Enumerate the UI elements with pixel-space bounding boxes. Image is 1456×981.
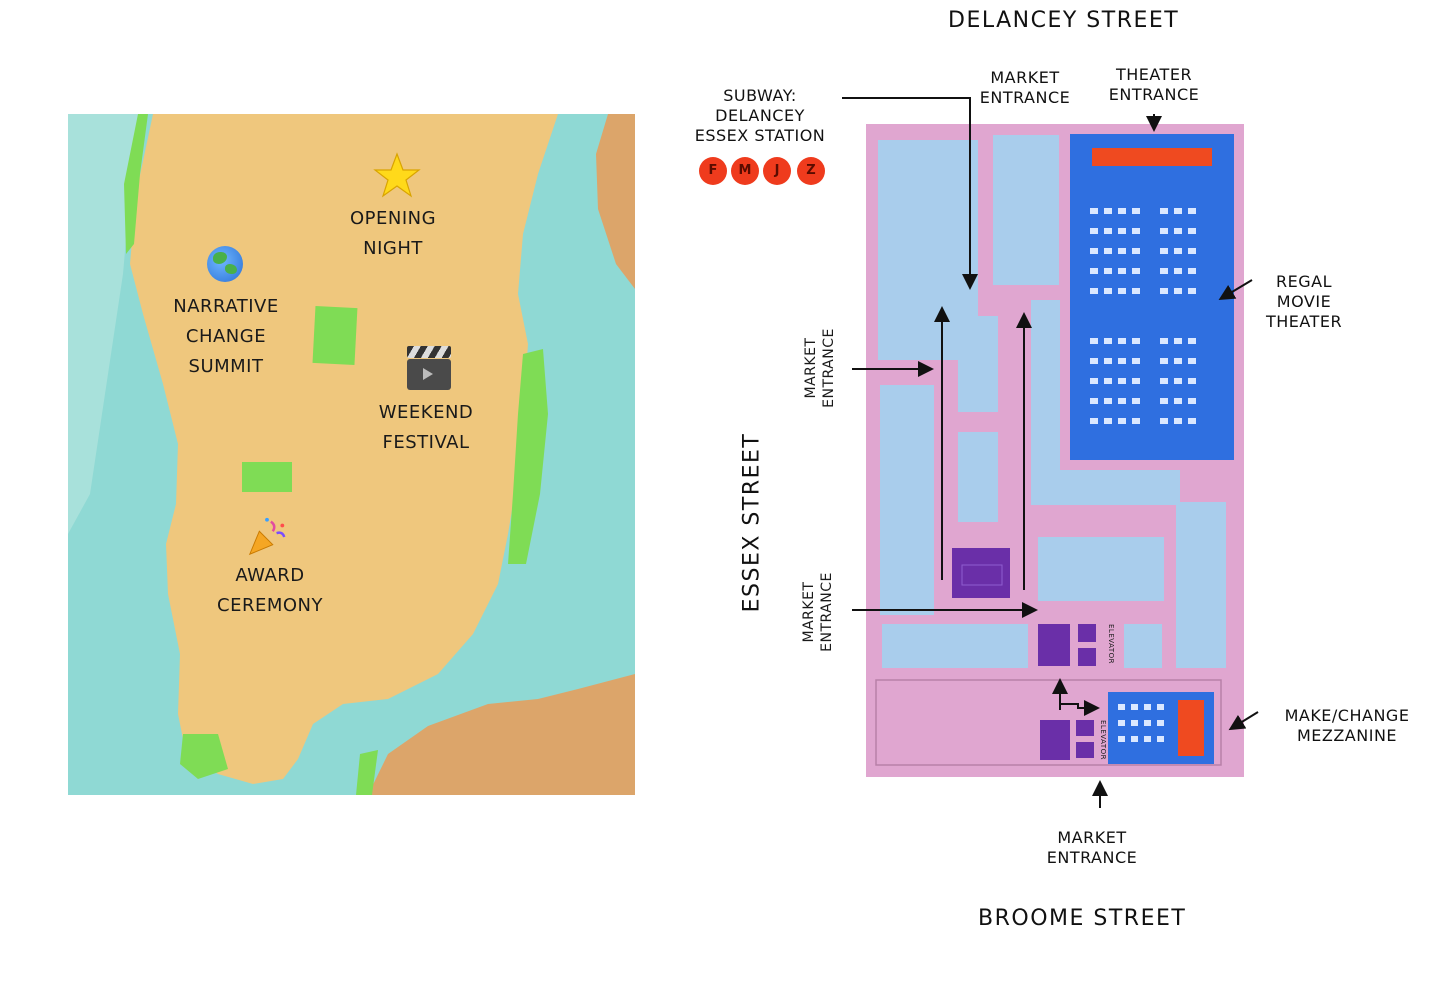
award-ceremony-label: AWARD CEREMONY bbox=[217, 565, 323, 616]
party-popper-icon bbox=[248, 517, 286, 556]
subway-line-m: M bbox=[731, 157, 759, 185]
manhattan-map-artwork bbox=[68, 114, 635, 795]
market-entrance-bottom-label: MARKET ENTRANCE bbox=[1046, 828, 1138, 867]
elevator-label: ELEVATOR bbox=[1099, 720, 1107, 760]
clapperboard-icon bbox=[407, 346, 451, 390]
weekend-festival-label: WEEKEND FESTIVAL bbox=[378, 402, 474, 453]
market-entrance-west-lower-label: MARKET ENTRANCE bbox=[801, 572, 835, 652]
subway-line-z: Z bbox=[797, 157, 825, 185]
theater-entrance-label: THEATER ENTRANCE bbox=[1108, 65, 1200, 104]
elevator-label: ELEVATOR bbox=[1107, 624, 1115, 664]
subway-line-f: F bbox=[699, 157, 727, 185]
mezzanine-label: MAKE/CHANGE MEZZANINE bbox=[1284, 706, 1410, 745]
market-entrance-west-upper-label: MARKET ENTRANCE bbox=[803, 328, 837, 408]
opening-night-label: OPENING NIGHT bbox=[349, 208, 437, 259]
subway-label: SUBWAY: DELANCEY ESSEX STATION bbox=[694, 86, 826, 145]
narrative-summit-label: NARRATIVE CHANGE SUMMIT bbox=[173, 296, 279, 377]
regal-theater-label: REGAL MOVIE THEATER bbox=[1265, 272, 1343, 331]
manhattan-map: OPENING NIGHT NARRATIVE CHANGE SUMMIT WE… bbox=[68, 114, 635, 795]
broome-street-label: BROOME STREET bbox=[978, 906, 1187, 931]
subway-line-j: J bbox=[763, 157, 791, 185]
star-icon bbox=[373, 152, 421, 198]
delancey-street-label: DELANCEY STREET bbox=[948, 8, 1180, 33]
globe-icon bbox=[207, 246, 243, 282]
market-entrance-top-label: MARKET ENTRANCE bbox=[979, 68, 1071, 107]
